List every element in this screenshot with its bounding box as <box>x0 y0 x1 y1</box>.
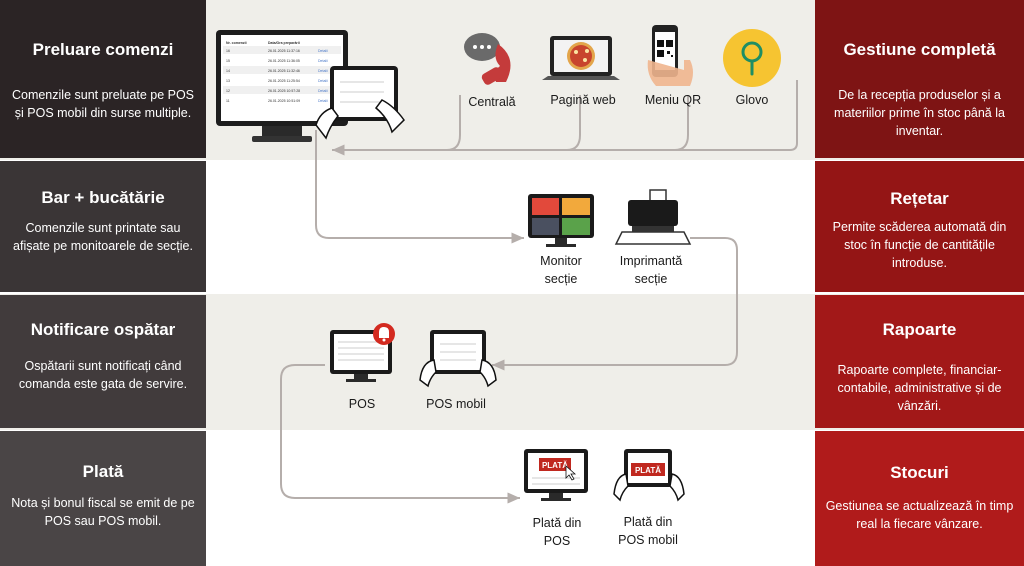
table-row <box>223 86 341 94</box>
card-desc: Comenzile sunt preluate pe POS și POS mo… <box>11 88 195 120</box>
payment-label-pos: Plată din POS <box>513 514 601 550</box>
table-row <box>223 66 341 74</box>
card-desc: Permite scăderea automată din stoc în fu… <box>832 220 1007 270</box>
table-cell: 26.01.2025 11:36:05 <box>268 59 300 63</box>
payment-badge <box>539 458 571 471</box>
payment-pos-mobil-icon: PLATĂ <box>613 449 685 502</box>
table-cell: 26.01.2025 11:37:16 <box>268 49 300 53</box>
table-cell: 15 <box>226 59 230 63</box>
table-row <box>223 46 341 54</box>
card-gestiune-completa: Gestiune completă De la recepția produse… <box>815 0 1024 158</box>
table-cell: Detalii <box>318 49 328 53</box>
card-title: Gestiune completă <box>843 40 996 59</box>
laptop-pizza-icon <box>542 36 620 80</box>
table-cell: 12 <box>226 89 230 93</box>
payment-badge-label: PLATĂ <box>542 461 568 470</box>
card-desc: Comenzile sunt printate sau afișate pe m… <box>13 221 193 253</box>
table-cell: 14 <box>226 69 230 73</box>
card-title: Preluare comenzi <box>32 40 174 59</box>
payment-label-pos-mobil: Plată din POS mobil <box>602 513 694 549</box>
table-cell: 13 <box>226 79 230 83</box>
table-cell: Detalii <box>318 89 328 93</box>
source-label-glovo: Glovo <box>735 93 769 107</box>
card-preluare-comenzi: Preluare comenzi Comenzile sunt preluate… <box>0 0 206 158</box>
section-printer-icon <box>614 189 692 245</box>
card-rapoarte: Rapoarte Rapoarte complete, financiar-co… <box>815 295 1024 428</box>
card-title: Rețetar <box>890 189 949 208</box>
card-retetar: Rețetar Permite scăderea automată din st… <box>815 161 1024 292</box>
glovo-pin-icon <box>723 29 781 87</box>
table-row <box>223 96 341 104</box>
card-bar-bucatarie: Bar + bucătărie Comenzile sunt printate … <box>0 161 206 292</box>
source-label-centrala: Centrală <box>468 95 516 109</box>
pos-order-table: Nr. comenzii Data/Ora preparării 16 26.01… <box>223 41 341 104</box>
card-notificare-ospatar: Notificare ospătar Ospătarii sunt notifi… <box>0 295 206 428</box>
table-cell: 26.01.2025 11:32:46 <box>268 69 300 73</box>
station-monitor-line1: Monitor <box>540 254 582 268</box>
card-title: Notificare ospătar <box>30 320 176 339</box>
bell-icon <box>373 323 395 345</box>
notify-label-pos-mobil: POS mobil <box>426 397 486 411</box>
connector-lines <box>280 80 798 504</box>
card-desc: Nota și bonul fiscal se emit de pe POS s… <box>11 496 195 528</box>
station-printer-line1: Imprimantă <box>619 254 683 268</box>
table-cell: 11 <box>226 99 230 103</box>
card-title: Stocuri <box>890 463 949 482</box>
station-label-printer: Imprimantă secție <box>603 252 699 288</box>
card-title: Bar + bucătărie <box>41 188 165 207</box>
card-desc: Ospătarii sunt notificați când comanda e… <box>18 359 188 391</box>
payment-mobil-line1: Plată din <box>623 515 673 529</box>
notify-pos-mobil-icon <box>419 330 497 388</box>
card-stocuri: Stocuri Gestiunea se actualizează în tim… <box>815 431 1024 566</box>
table-cell: Detalii <box>318 79 328 83</box>
table-cell: 26.01.2025 10:51:09 <box>268 99 300 103</box>
table-header-data: Data/Ora preparării <box>268 41 300 45</box>
section-monitor-icon <box>528 194 594 247</box>
payment-pos-line1: Plată din <box>532 516 582 530</box>
payment-pos-icon: PLATĂ <box>524 449 588 501</box>
card-plata: Plată Nota și bonul fiscal se emit de pe… <box>0 431 206 566</box>
card-title: Rapoarte <box>882 320 957 339</box>
phone-icon <box>464 33 511 85</box>
table-row <box>223 76 341 84</box>
table-cell: Detalii <box>318 59 328 63</box>
table-header-nr: Nr. comenzii <box>226 41 247 45</box>
table-cell: Detalii <box>318 69 328 73</box>
payment-badge-label: PLATĂ <box>635 466 661 475</box>
notify-label-pos: POS <box>348 397 376 411</box>
card-desc: Gestiunea se actualizează în timp real l… <box>825 499 1014 531</box>
card-desc: De la recepția produselor și a materiilo… <box>834 88 1005 138</box>
table-row <box>223 56 341 64</box>
source-label-meniu-qr: Meniu QR <box>644 93 702 107</box>
payment-pos-line2: POS <box>543 534 571 548</box>
table-cell: 26.01.2025 10:57:28 <box>268 89 300 93</box>
station-label-monitor: Monitor secție <box>516 252 606 288</box>
pos-mobil-tablet-icon <box>315 66 405 140</box>
table-cell: Detalii <box>318 99 328 103</box>
qr-phone-icon <box>647 25 693 86</box>
card-desc: Rapoarte complete, financiar-contabile, … <box>837 363 1002 413</box>
card-title: Plată <box>82 462 124 481</box>
station-printer-line2: secție <box>634 272 668 286</box>
station-monitor-line2: secție <box>544 272 578 286</box>
table-cell: 16 <box>226 49 230 53</box>
payment-mobil-line2: POS mobil <box>618 533 678 547</box>
table-cell: 26.01.2025 11:25:54 <box>268 79 300 83</box>
source-label-pagina-web: Pagină web <box>550 93 616 107</box>
